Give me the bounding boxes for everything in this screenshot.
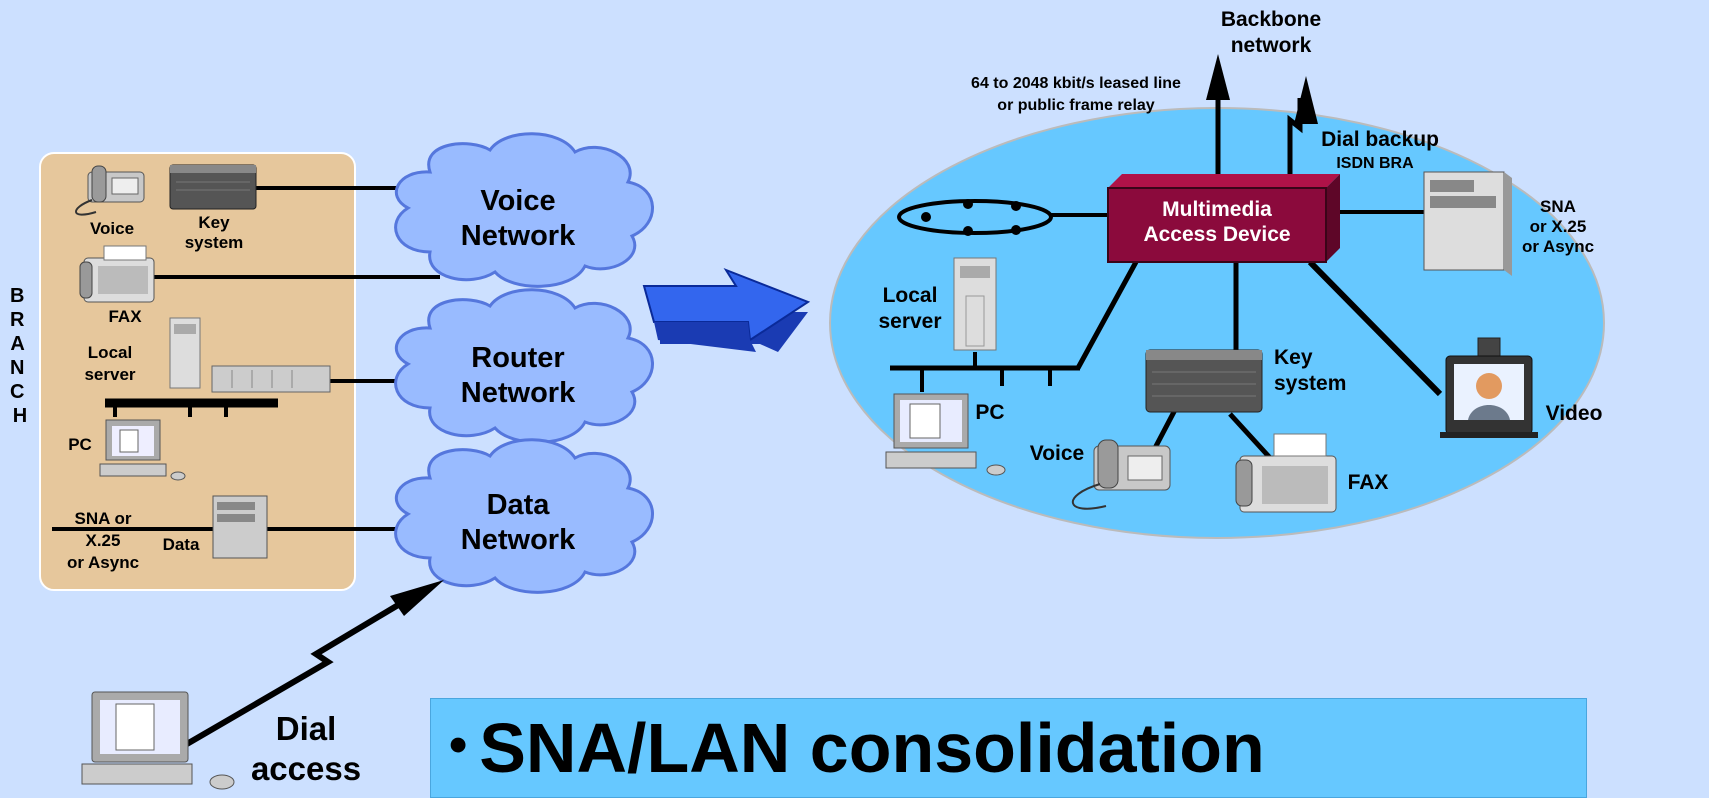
- hub-video-label: Video: [1546, 402, 1603, 425]
- transition-arrow-icon: [642, 267, 811, 358]
- hub-phone-icon: [1071, 439, 1171, 510]
- hub-key-system-icon: [1145, 349, 1263, 413]
- backbone-uplink-arrow: [1206, 54, 1230, 174]
- hub-pc-label: PC: [975, 401, 1004, 424]
- hub-fax-icon: [1235, 433, 1337, 513]
- branch-router-icon: [211, 365, 331, 393]
- bullet-text: SNA/LAN consolidation: [479, 709, 1265, 787]
- dial-backup-arrow: [1287, 76, 1318, 174]
- phone-icon: [75, 165, 145, 216]
- bullet-box: •SNA/LAN consolidation: [430, 698, 1587, 798]
- hub-fax-label: FAX: [1348, 471, 1389, 494]
- fax-icon: [79, 245, 155, 303]
- voice-network-cloud: [394, 132, 654, 288]
- branch-lan-bus: [105, 398, 278, 417]
- hub-sna-server-icon: [1423, 171, 1512, 276]
- bullet-dot: •: [449, 716, 468, 774]
- key-system-icon: [169, 164, 257, 210]
- branch-data-server-icon: [212, 495, 268, 559]
- video-monitor-icon: [1440, 337, 1538, 438]
- branch-server-tower-icon: [169, 317, 201, 389]
- router-network-cloud: [394, 288, 654, 444]
- hub-lan-bus: [890, 352, 1080, 392]
- branch-pc-label: PC: [68, 435, 92, 454]
- multimedia-access-device: [1107, 174, 1340, 263]
- branch-fax-label: FAX: [108, 307, 142, 326]
- hub-voice-label: Voice: [1030, 442, 1084, 465]
- hub-server-tower-icon: [953, 257, 997, 351]
- token-ring-icon: [897, 199, 1053, 236]
- branch-vertical-label: B R A N C H: [10, 285, 30, 427]
- dial-backup-label: Dial backup: [1321, 128, 1439, 151]
- data-network-cloud: [394, 438, 654, 594]
- dial-access-pc-icon: [81, 691, 235, 790]
- hub-links: [1050, 210, 1443, 462]
- branch-pc-icon: [99, 419, 186, 481]
- branch-voice-label: Voice: [90, 219, 134, 238]
- bullet-item: •SNA/LAN consolidation: [449, 705, 1265, 788]
- isdn-bra-label: ISDN BRA: [1336, 155, 1414, 172]
- dial-access-link: [178, 580, 444, 751]
- branch-data-label: Data: [163, 535, 200, 554]
- hub-pc-icon: [885, 393, 1006, 476]
